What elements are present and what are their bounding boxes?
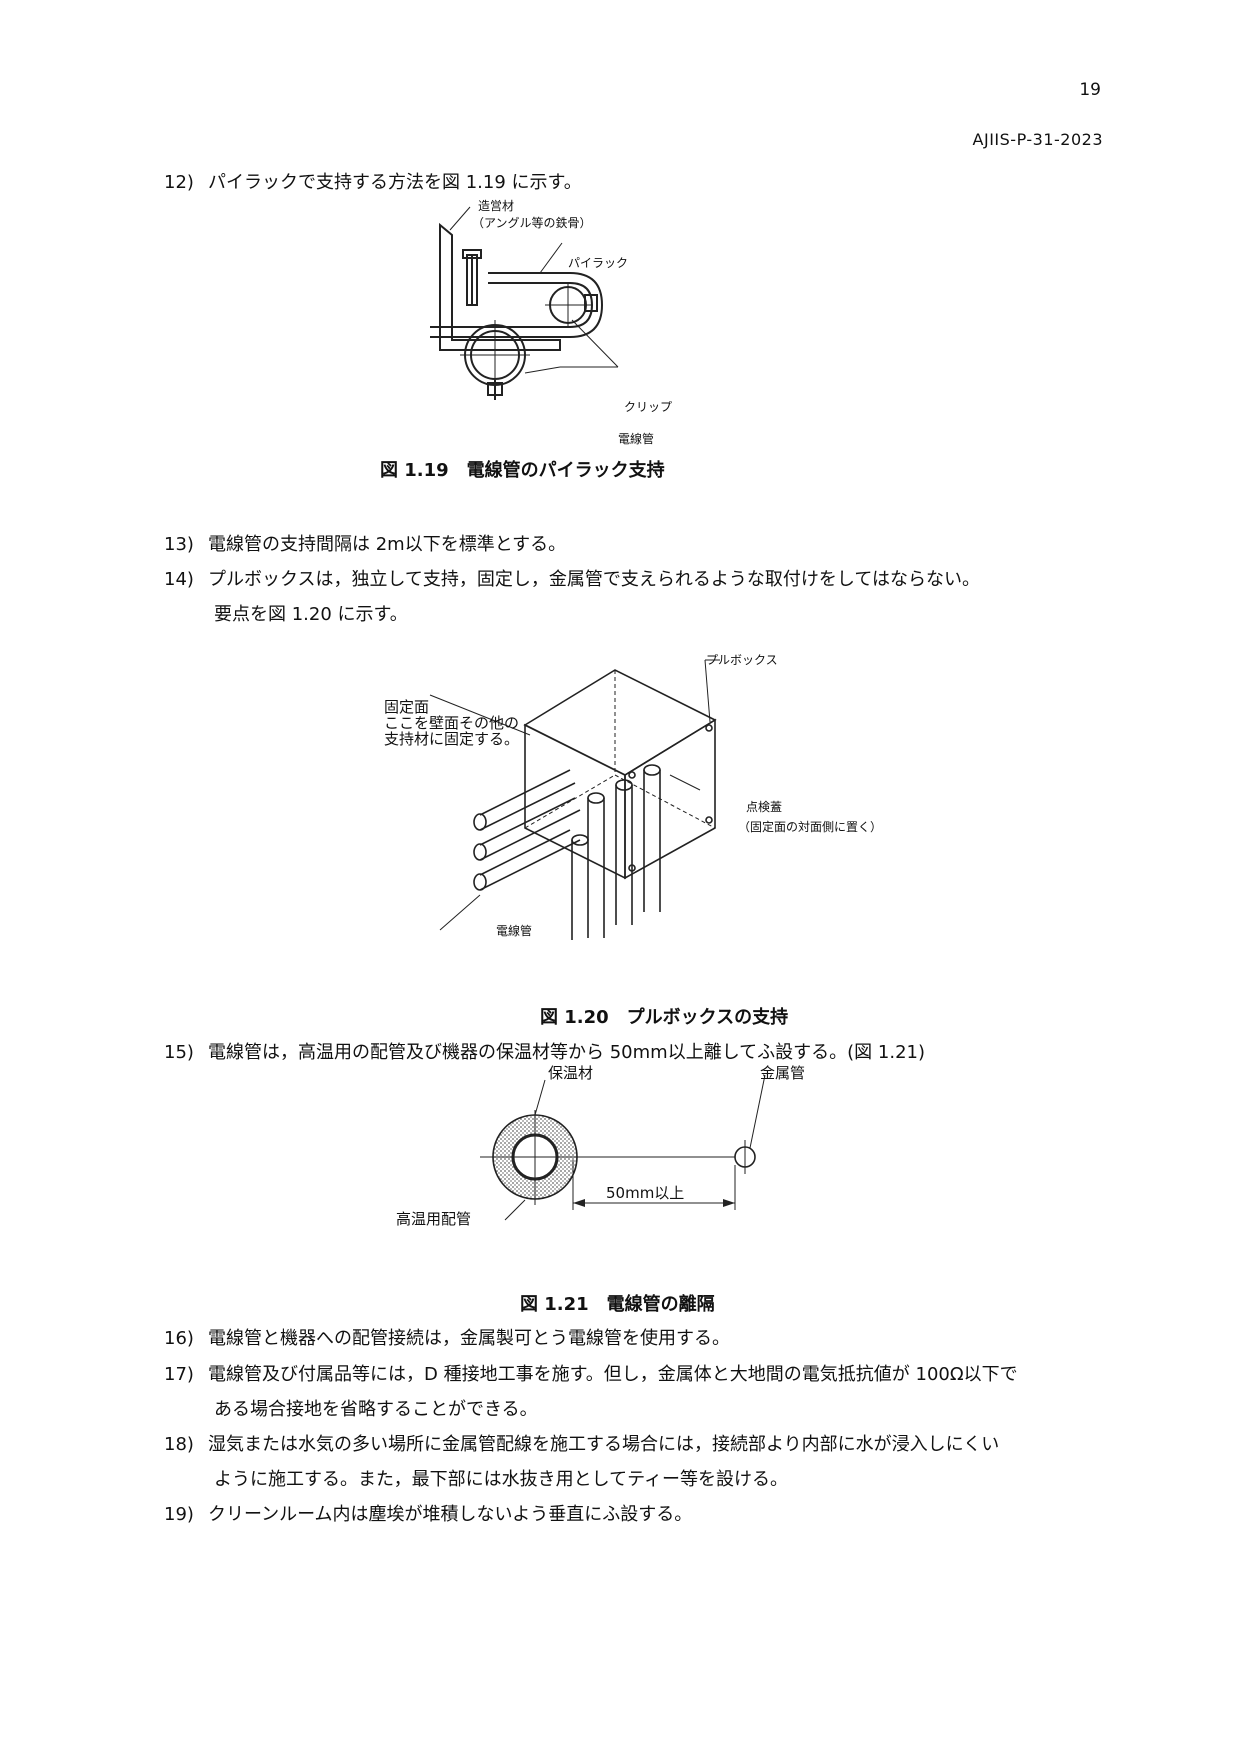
- list-item-13: 13) 電線管の支持間隔は 2m以下を標準とする。: [164, 532, 566, 558]
- item-text: クリーンルーム内は塵埃が堆積しないよう垂直にふ設する。: [208, 1504, 693, 1525]
- label-conduit: 電線管: [496, 924, 533, 938]
- item-text: 電線管の支持間隔は 2m以下を標準とする。: [208, 534, 567, 555]
- figure-1-21-caption: 図 1.21 電線管の離隔: [520, 1294, 715, 1315]
- label-distance: 50mm以上: [606, 1184, 685, 1202]
- item-number: 12): [164, 172, 194, 193]
- list-item-14: 14) プルボックスは，独立して支持，固定し，金属管で支えられるような取付けをして…: [164, 567, 980, 593]
- pipe-rack-upper: [430, 272, 604, 338]
- list-item-18-continued: ように施工する。また，最下部には水抜き用としてティー等を設ける。: [214, 1469, 789, 1490]
- figure-1-19-diagram: [430, 206, 619, 400]
- item-text: 湿気または水気の多い場所に金属管配線を施工する場合には，接続部より内部に水が浸入…: [208, 1434, 1000, 1455]
- item-number: 15): [164, 1042, 194, 1063]
- list-item-12: 12) パイラックで支持する方法を図 1.19 に示す。: [164, 170, 582, 196]
- item-text: プルボックスは，独立して支持，固定し，金属管で支えられるような取付けをしてはなら…: [208, 569, 981, 590]
- horizontal-conduits: [473, 769, 581, 891]
- figure-1-19-caption: 図 1.19 電線管のパイラック支持: [380, 460, 665, 481]
- item-number: 13): [164, 534, 194, 555]
- list-item-17: 17) 電線管及び付属品等には，D 種接地工事を施す。但し，金属体と大地間の電気抵…: [164, 1362, 1018, 1388]
- label-inspection-cover: 点検蓋: [746, 800, 783, 814]
- item-number: 16): [164, 1328, 194, 1349]
- label-inspection-cover-note: （固定面の対面側に置く）: [738, 820, 883, 834]
- item-text: パイラックで支持する方法を図 1.19 に示す。: [208, 172, 582, 193]
- label-conduit: 電線管: [618, 432, 655, 446]
- item-text: 電線管と機器への配管接続は，金属製可とう電線管を使用する。: [208, 1328, 730, 1349]
- figure-1-21-diagram: [480, 1074, 766, 1221]
- label-pipe-rack: パイラック: [568, 256, 629, 270]
- list-item-18: 18) 湿気または水気の多い場所に金属管配線を施工する場合には，接続部より内部に水…: [164, 1432, 999, 1458]
- pullbox-side: [624, 718, 716, 880]
- label-fixed-surface-note-2: 支持材に固定する。: [384, 730, 520, 748]
- label-hot-pipe: 高温用配管: [396, 1210, 472, 1228]
- list-item-17-continued: ある場合接地を省略することができる。: [214, 1399, 538, 1420]
- label-pullbox: プルボックス: [706, 653, 778, 667]
- list-item-15: 15) 電線管は，高温用の配管及び機器の保温材等から 50mm以上離してふ設する。…: [164, 1040, 925, 1066]
- document-id: AJIIS-P-31-2023: [972, 130, 1103, 149]
- pullbox-top: [523, 669, 717, 776]
- vertical-conduits: [571, 764, 661, 940]
- label-clip: クリップ: [624, 400, 673, 414]
- item-number: 19): [164, 1504, 194, 1525]
- list-item-19: 19) クリーンルーム内は塵埃が堆積しないよう垂直にふ設する。: [164, 1502, 692, 1528]
- item-text: 電線管及び付属品等には，D 種接地工事を施す。但し，金属体と大地間の電気抵抗値が…: [208, 1364, 1018, 1385]
- label-structural-member-note: （アングル等の鉄骨）: [472, 216, 592, 230]
- label-metal-pipe: 金属管: [760, 1064, 806, 1082]
- figure-1-20-diagram: [429, 659, 720, 940]
- item-number: 14): [164, 569, 194, 590]
- item-number: 17): [164, 1364, 194, 1385]
- list-item-16: 16) 電線管と機器への配管接続は，金属製可とう電線管を使用する。: [164, 1326, 730, 1352]
- item-text: 電線管は，高温用の配管及び機器の保温材等から 50mm以上離してふ設する。(図 …: [208, 1042, 925, 1063]
- angle-steel: [439, 222, 561, 351]
- label-structural-member: 造営材: [478, 199, 515, 213]
- label-fixed-surface: 固定面: [384, 698, 430, 716]
- page-number: 19: [1079, 80, 1101, 100]
- pullbox-front: [524, 723, 626, 880]
- figure-1-20-caption: 図 1.20 プルボックスの支持: [540, 1007, 789, 1028]
- label-fixed-surface-note-1: ここを壁面その他の: [384, 714, 520, 732]
- item-number: 18): [164, 1434, 194, 1455]
- list-item-14-continued: 要点を図 1.20 に示す。: [214, 604, 408, 625]
- label-insulation: 保温材: [548, 1064, 594, 1082]
